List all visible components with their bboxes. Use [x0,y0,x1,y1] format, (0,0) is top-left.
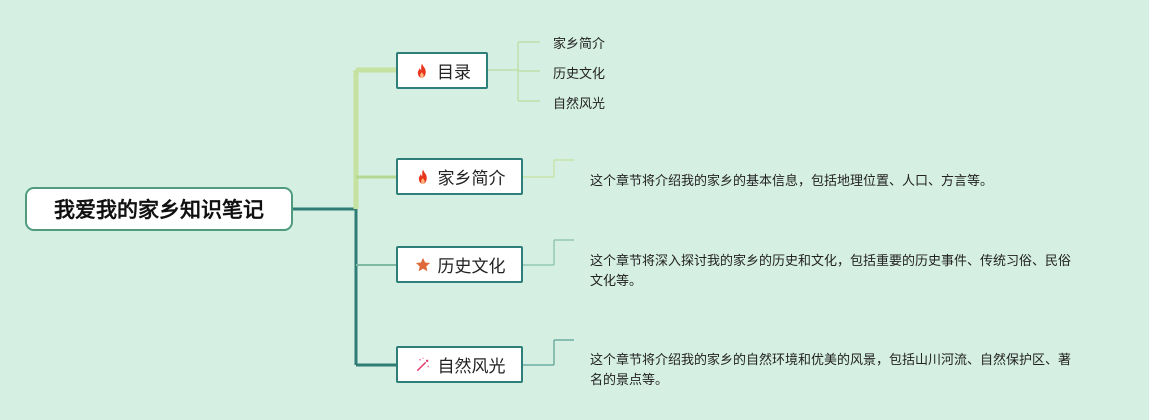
star-icon [414,256,432,274]
topic-label: 历史文化 [437,257,506,277]
topic-intro[interactable]: 家乡简介 [396,158,523,195]
topic-nature[interactable]: 自然风光 [396,346,523,383]
nature-description[interactable]: 这个章节将介绍我的家乡的自然环境和优美的风景，包括山川河流、自然保护区、著名的景… [590,353,1072,388]
nature-desc-connector [523,339,574,366]
topic-toc[interactable]: 目录 [396,52,488,89]
toc-item-intro[interactable]: 家乡简介 [553,37,606,52]
toc-leaf-connector [488,41,540,102]
intro-desc-connector [523,159,574,178]
topic-label: 家乡简介 [437,169,506,189]
topic-label: 自然风光 [437,357,506,377]
intro-description[interactable]: 这个章节将介绍我的家乡的基本信息，包括地理位置、人口、方言等。 [590,174,994,189]
root-title: 我爱我的家乡知识笔记 [54,198,264,222]
magic-wand-icon [414,356,432,374]
toc-item-nature[interactable]: 自然风光 [553,97,606,112]
fire-icon [414,168,432,186]
topic-history[interactable]: 历史文化 [396,246,523,283]
history-description[interactable]: 这个章节将深入探讨我的家乡的历史和文化，包括重要的历史事件、传统习俗、民俗文化等… [590,254,1072,289]
fire-icon [413,62,431,80]
root-topic[interactable]: 我爱我的家乡知识笔记 [25,187,293,231]
topic-label: 目录 [437,63,471,83]
history-desc-connector [523,239,574,266]
toc-item-history[interactable]: 历史文化 [553,67,606,82]
